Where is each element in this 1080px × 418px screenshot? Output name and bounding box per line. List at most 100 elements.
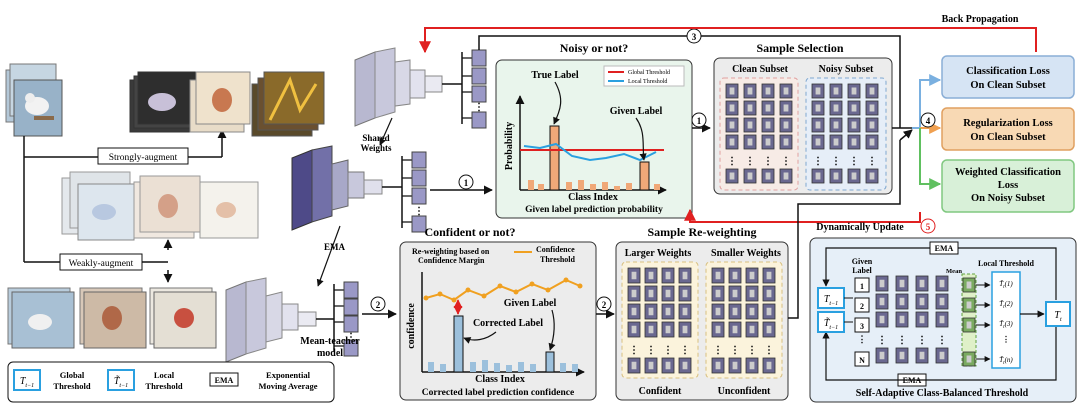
svg-text:Threshold: Threshold bbox=[145, 381, 182, 391]
svg-text:5: 5 bbox=[926, 222, 931, 232]
svg-text:⋮: ⋮ bbox=[680, 345, 690, 356]
mean-teacher-label: Mean-teacher bbox=[300, 336, 360, 347]
top-logits: ⋮ bbox=[461, 49, 487, 129]
mean-column bbox=[962, 277, 976, 367]
svg-text:2: 2 bbox=[602, 300, 607, 310]
step-2-badge bbox=[370, 296, 386, 312]
weakly-augmented-images-top bbox=[61, 171, 259, 241]
adaptive-caption: Self-Adaptive Class-Balanced Threshold bbox=[856, 388, 1029, 399]
noisy-subset-grid: ⋮⋮⋮⋮ bbox=[811, 83, 879, 184]
svg-text:⋮: ⋮ bbox=[849, 156, 859, 167]
step-1-badge bbox=[458, 174, 474, 190]
sample-reweighting-title: Sample Re-weighting bbox=[648, 225, 757, 239]
shared-weights-label: Shared bbox=[362, 133, 389, 143]
svg-text:⋮: ⋮ bbox=[867, 156, 877, 167]
noisy-or-not-panel: Noisy or not? Global Threshold Local Thr… bbox=[495, 41, 693, 219]
svg-text:⋮: ⋮ bbox=[730, 345, 740, 356]
x-axis-label: Class Index bbox=[568, 192, 618, 203]
step-2b-badge bbox=[596, 296, 612, 312]
sample-reweighting-panel: Sample Re-weighting Larger Weights Small… bbox=[615, 225, 789, 401]
svg-text:⋮: ⋮ bbox=[764, 345, 774, 356]
svg-text:Threshold: Threshold bbox=[540, 255, 576, 264]
svg-text:1: 1 bbox=[464, 178, 469, 188]
mean-teacher-logits: ⋮ bbox=[333, 281, 359, 357]
svg-text:On Clean Subset: On Clean Subset bbox=[970, 132, 1046, 143]
svg-text:⋮: ⋮ bbox=[831, 156, 841, 167]
local-threshold-vector bbox=[991, 271, 1021, 369]
legend: Tt−1 Global Threshold T̃t−1 Local Thresh… bbox=[7, 361, 335, 403]
svg-text:⋮: ⋮ bbox=[858, 334, 867, 344]
sample-selection-title: Sample Selection bbox=[757, 41, 844, 55]
step-4-badge bbox=[920, 112, 936, 128]
svg-text:model: model bbox=[317, 348, 343, 359]
self-adaptive-panel: Self-Adaptive Class-Balanced Threshold E… bbox=[809, 237, 1077, 403]
regularization-loss-box: Regularization Loss On Clean Subset bbox=[941, 107, 1075, 151]
svg-text:2: 2 bbox=[860, 302, 864, 311]
local-threshold-header: Local Threshold bbox=[978, 259, 1034, 268]
svg-text:Weights: Weights bbox=[360, 143, 392, 153]
legend-ema-symbol bbox=[209, 372, 239, 387]
adaptive-grid: ⋮⋮⋮⋮ bbox=[875, 275, 949, 364]
local-threshold-line bbox=[523, 142, 657, 162]
back-propagation-line bbox=[419, 27, 1037, 54]
confident-label: Confident bbox=[639, 386, 682, 397]
middle-network bbox=[291, 145, 383, 231]
confidence-axis-label: confidence bbox=[406, 303, 417, 349]
legend-local-threshold: Local Threshold bbox=[628, 79, 667, 85]
svg-text:⋮: ⋮ bbox=[629, 345, 639, 356]
ema-label: EMA bbox=[324, 242, 345, 252]
ema-top-box: EMA bbox=[935, 244, 954, 253]
top-network bbox=[354, 47, 443, 127]
svg-text:Regularization Loss: Regularization Loss bbox=[963, 118, 1053, 129]
svg-text:4: 4 bbox=[926, 116, 931, 126]
legend-global-symbol bbox=[13, 369, 41, 391]
svg-text:⋮: ⋮ bbox=[917, 335, 927, 346]
svg-text:EMA: EMA bbox=[215, 376, 234, 385]
svg-text:T̃t(n): T̃t(n) bbox=[999, 356, 1013, 366]
svg-text:Moving Average: Moving Average bbox=[258, 381, 317, 391]
step-5-badge bbox=[920, 218, 936, 234]
legend-ema-text: Exponential bbox=[266, 370, 311, 380]
given-label-text: Given Label bbox=[610, 106, 663, 117]
svg-text:⋮: ⋮ bbox=[781, 156, 791, 167]
svg-text:⋮: ⋮ bbox=[745, 156, 755, 167]
svg-text:⋮: ⋮ bbox=[877, 335, 887, 346]
svg-text:On Clean Subset: On Clean Subset bbox=[970, 80, 1046, 91]
svg-text:⋮: ⋮ bbox=[747, 345, 757, 356]
svg-text:N: N bbox=[859, 356, 865, 365]
svg-text:Confidence Margin: Confidence Margin bbox=[418, 256, 485, 265]
confident-or-not-panel: Confident or not? Re-weighting based on … bbox=[399, 225, 597, 401]
svg-text:⋮: ⋮ bbox=[663, 345, 673, 356]
svg-text:⋮: ⋮ bbox=[474, 102, 484, 113]
svg-text:⋮: ⋮ bbox=[346, 332, 356, 343]
weakly-augmented-images-bottom bbox=[7, 287, 217, 349]
svg-text:Classification Loss: Classification Loss bbox=[966, 66, 1050, 77]
smaller-weights-label: Smaller Weights bbox=[711, 248, 781, 259]
reweight-note: Re-weighting based on bbox=[412, 247, 490, 256]
clean-subset-label: Clean Subset bbox=[732, 64, 789, 75]
svg-text:Strongly-augment: Strongly-augment bbox=[109, 153, 178, 163]
svg-text:T̃t(1): T̃t(1) bbox=[999, 280, 1013, 290]
svg-text:⋮: ⋮ bbox=[646, 345, 656, 356]
legend-global-text: Global bbox=[60, 370, 85, 380]
confidence-bars bbox=[428, 315, 578, 373]
confident-title: Confident or not? bbox=[424, 225, 515, 239]
updated-global-threshold bbox=[1045, 301, 1071, 327]
svg-text:Threshold: Threshold bbox=[53, 381, 90, 391]
svg-text:⋮: ⋮ bbox=[414, 206, 424, 217]
y-axis-label: Probability bbox=[504, 122, 515, 170]
larger-weights-grid: ⋮ ⋮ ⋮ ⋮ bbox=[627, 267, 692, 374]
noisy-caption: Given label prediction probability bbox=[525, 205, 663, 215]
sample-selection-panel: Sample Selection Clean Subset Noisy Subs… bbox=[713, 41, 893, 195]
smaller-weights-grid: ⋮⋮⋮⋮ bbox=[711, 267, 776, 374]
svg-text:On Noisy Subset: On Noisy Subset bbox=[971, 193, 1046, 204]
larger-weights-label: Larger Weights bbox=[625, 248, 692, 259]
svg-text:Label: Label bbox=[852, 266, 872, 275]
strongly-augment-label: Strongly-augment bbox=[97, 147, 189, 165]
legend-local-text: Local bbox=[154, 370, 175, 380]
noisy-subset-label: Noisy Subset bbox=[819, 64, 874, 75]
svg-text:T̃t(2): T̃t(2) bbox=[999, 300, 1013, 310]
svg-text:1: 1 bbox=[697, 116, 702, 126]
confidence-threshold-legend: Confidence bbox=[536, 245, 575, 254]
